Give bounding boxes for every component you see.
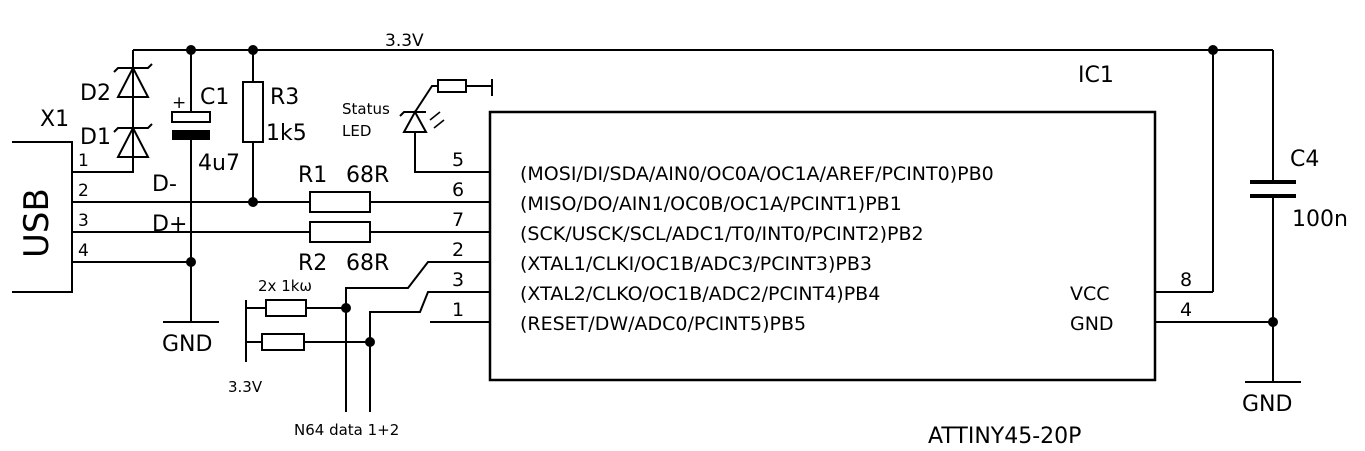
c1-negative-plate (172, 130, 210, 140)
resistor-r3: R3 1k5 (242, 50, 307, 202)
ic-pin-num-left: 3 (452, 269, 464, 291)
ic-pin-name-right: GND (1070, 313, 1114, 335)
zener-diodes: D2 D1 (80, 63, 153, 158)
c4-value: 100n (1292, 207, 1348, 232)
vcc-rail: 3.3V (133, 31, 1274, 293)
ic-pin-name-left: (XTAL1/CLKI/OC1B/ADC3/PCINT3)PB3 (520, 253, 872, 275)
ic-pin-name-left: (SCK/USCK/SCL/ADC1/T0/INT0/PCINT2)PB2 (520, 223, 924, 245)
gnd-label-left: GND (162, 332, 212, 357)
capacitor-c1: + C1 4u7 (171, 50, 240, 322)
ic-pin-name-left: (MISO/DO/AIN1/OC0B/OC1A/PCINT1)PB1 (520, 193, 902, 215)
ic1-body (488, 110, 1157, 382)
connector-ref: X1 (40, 107, 69, 132)
ic-pin-name-left: (RESET/DW/ADC0/PCINT5)PB5 (520, 313, 806, 335)
gnd-label-right: GND (1242, 392, 1292, 417)
pullup-label: 2x 1kω (258, 277, 312, 295)
usb-pin-1: 1 (78, 151, 89, 171)
c1-value: 4u7 (198, 151, 240, 176)
c1-positive-plate (171, 111, 211, 123)
ic1: IC1 ATTINY45-20P 5 6 7 2 3 1 (MOSI/DI/SD… (452, 63, 1192, 449)
gnd-symbol-left: GND (162, 321, 219, 357)
ic1-ref: IC1 (1078, 63, 1114, 88)
ic1-part: ATTINY45-20P (928, 424, 1081, 449)
r1-value: 68R (346, 163, 389, 188)
r1-ref: R1 (298, 163, 327, 188)
c4-ref: C4 (1290, 147, 1319, 172)
usb-pin-3: 3 (78, 211, 89, 231)
r3-ref: R3 (270, 85, 299, 110)
resistor-r2: R2 68R (298, 221, 389, 276)
dminus-label: D- (152, 172, 177, 197)
diode-d2: D2 (80, 63, 153, 106)
pullup-supply: 3.3V (228, 378, 263, 396)
n64-data-label: N64 data 1+2 (294, 421, 399, 439)
status-led: Status LED (342, 79, 493, 173)
ic-pin-num-left: 6 (452, 179, 464, 201)
ic-pin-name-right: VCC (1070, 283, 1110, 305)
vcc-rail-label: 3.3V (385, 31, 424, 51)
usb-pin-4: 4 (78, 241, 89, 261)
r2-ref: R2 (298, 251, 327, 276)
ic-pin-num-left: 1 (452, 299, 464, 321)
ic-pin-num-left: 2 (452, 239, 464, 261)
r2-value: 68R (346, 251, 389, 276)
diode-d1: D1 (80, 123, 153, 158)
r3-value: 1k5 (266, 121, 307, 146)
ic-pin-num-left: 5 (452, 149, 464, 171)
ic-pin-num-left: 7 (452, 209, 464, 231)
status-led-label-1: Status (342, 100, 390, 118)
gnd-net-right: GND (1155, 196, 1301, 417)
usb-label: USB (17, 188, 57, 258)
diode-d1-ref: D1 (80, 125, 111, 150)
ic-pin-num-right: 4 (1180, 299, 1192, 321)
resistor-r1: R1 68R (298, 163, 389, 213)
ic-pin-num-right: 8 (1180, 269, 1192, 291)
capacitor-c4: C4 100n (1250, 147, 1348, 232)
usb-connector: USB X1 1 2 3 4 (12, 107, 89, 293)
usb-nets: D- D+ (72, 50, 490, 267)
diode-d2-ref: D2 (80, 81, 111, 106)
c1-ref: C1 (200, 85, 229, 110)
dplus-label: D+ (152, 212, 187, 237)
usb-pin-2: 2 (78, 181, 89, 201)
c1-polarity: + (172, 93, 186, 113)
status-led-label-2: LED (342, 122, 371, 140)
ic-pin-name-left: (XTAL2/CLKO/OC1B/ADC2/PCINT4)PB4 (520, 283, 880, 305)
pullup-network: 2x 1kω 3.3V N64 data 1+2 (228, 261, 490, 439)
ic-pin-name-left: (MOSI/DI/SDA/AIN0/OC0A/OC1A/AREF/PCINT0)… (520, 163, 994, 185)
